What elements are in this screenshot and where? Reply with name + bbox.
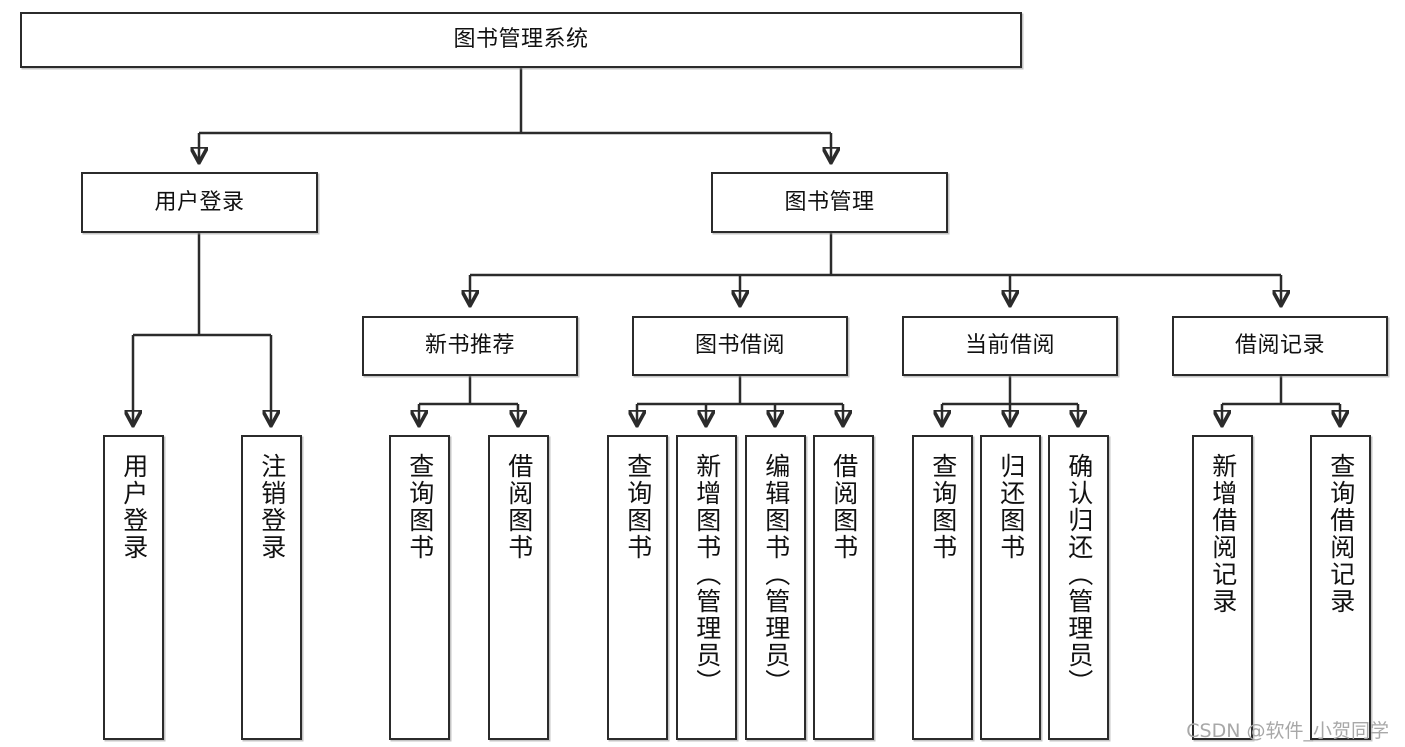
leaf-add-book-admin[interactable]: 新增图书（管理员） <box>676 435 737 740</box>
node-label: 借阅图书 <box>829 453 859 561</box>
leaf-edit-book-admin[interactable]: 编辑图书（管理员） <box>745 435 806 740</box>
node-label: 编辑图书（管理员） <box>761 453 791 696</box>
leaf-add-borrow-record[interactable]: 新增借阅记录 <box>1192 435 1253 740</box>
node-label: 新增图书（管理员） <box>692 453 722 696</box>
leaf-query-book-new-recommend[interactable]: 查询图书 <box>389 435 450 740</box>
leaf-borrow-book-new-recommend[interactable]: 借阅图书 <box>488 435 549 740</box>
node-label: 查询图书 <box>405 453 435 561</box>
node-label: 查询图书 <box>623 453 653 561</box>
node-new-book-recommend[interactable]: 新书推荐 <box>362 316 578 376</box>
node-book-management[interactable]: 图书管理 <box>711 172 948 233</box>
node-label: 注销登录 <box>257 453 287 561</box>
node-label: 用户登录 <box>119 453 149 561</box>
node-label: 归还图书 <box>996 453 1026 561</box>
node-label: 确认归还（管理员） <box>1064 453 1094 696</box>
node-label: 新增借阅记录 <box>1208 453 1238 615</box>
leaf-user-login[interactable]: 用户登录 <box>103 435 164 740</box>
leaf-query-book-borrow[interactable]: 查询图书 <box>607 435 668 740</box>
node-label: 借阅记录 <box>1234 333 1325 359</box>
node-borrow-record[interactable]: 借阅记录 <box>1172 316 1388 376</box>
leaf-confirm-return-admin[interactable]: 确认归还（管理员） <box>1048 435 1109 740</box>
node-label: 查询借阅记录 <box>1326 453 1356 615</box>
node-label: 新书推荐 <box>424 333 515 359</box>
node-label: 借阅图书 <box>504 453 534 561</box>
node-label: 图书管理 <box>784 189 875 215</box>
csdn-watermark: CSDN @软件_小贺同学 <box>1186 720 1389 742</box>
node-user-login[interactable]: 用户登录 <box>81 172 318 233</box>
node-current-borrow[interactable]: 当前借阅 <box>902 316 1118 376</box>
leaf-logout-login[interactable]: 注销登录 <box>241 435 302 740</box>
node-book-borrow[interactable]: 图书借阅 <box>632 316 848 376</box>
leaf-query-borrow-record[interactable]: 查询借阅记录 <box>1310 435 1371 740</box>
node-label: 图书管理系统 <box>453 27 589 53</box>
leaf-query-book-current[interactable]: 查询图书 <box>912 435 973 740</box>
node-label: 当前借阅 <box>964 333 1055 359</box>
node-label: 图书借阅 <box>694 333 785 359</box>
node-label: 查询图书 <box>928 453 958 561</box>
node-label: 用户登录 <box>154 189 245 215</box>
node-book-management-system[interactable]: 图书管理系统 <box>20 12 1022 68</box>
leaf-return-book[interactable]: 归还图书 <box>980 435 1041 740</box>
leaf-borrow-book-borrow[interactable]: 借阅图书 <box>813 435 874 740</box>
